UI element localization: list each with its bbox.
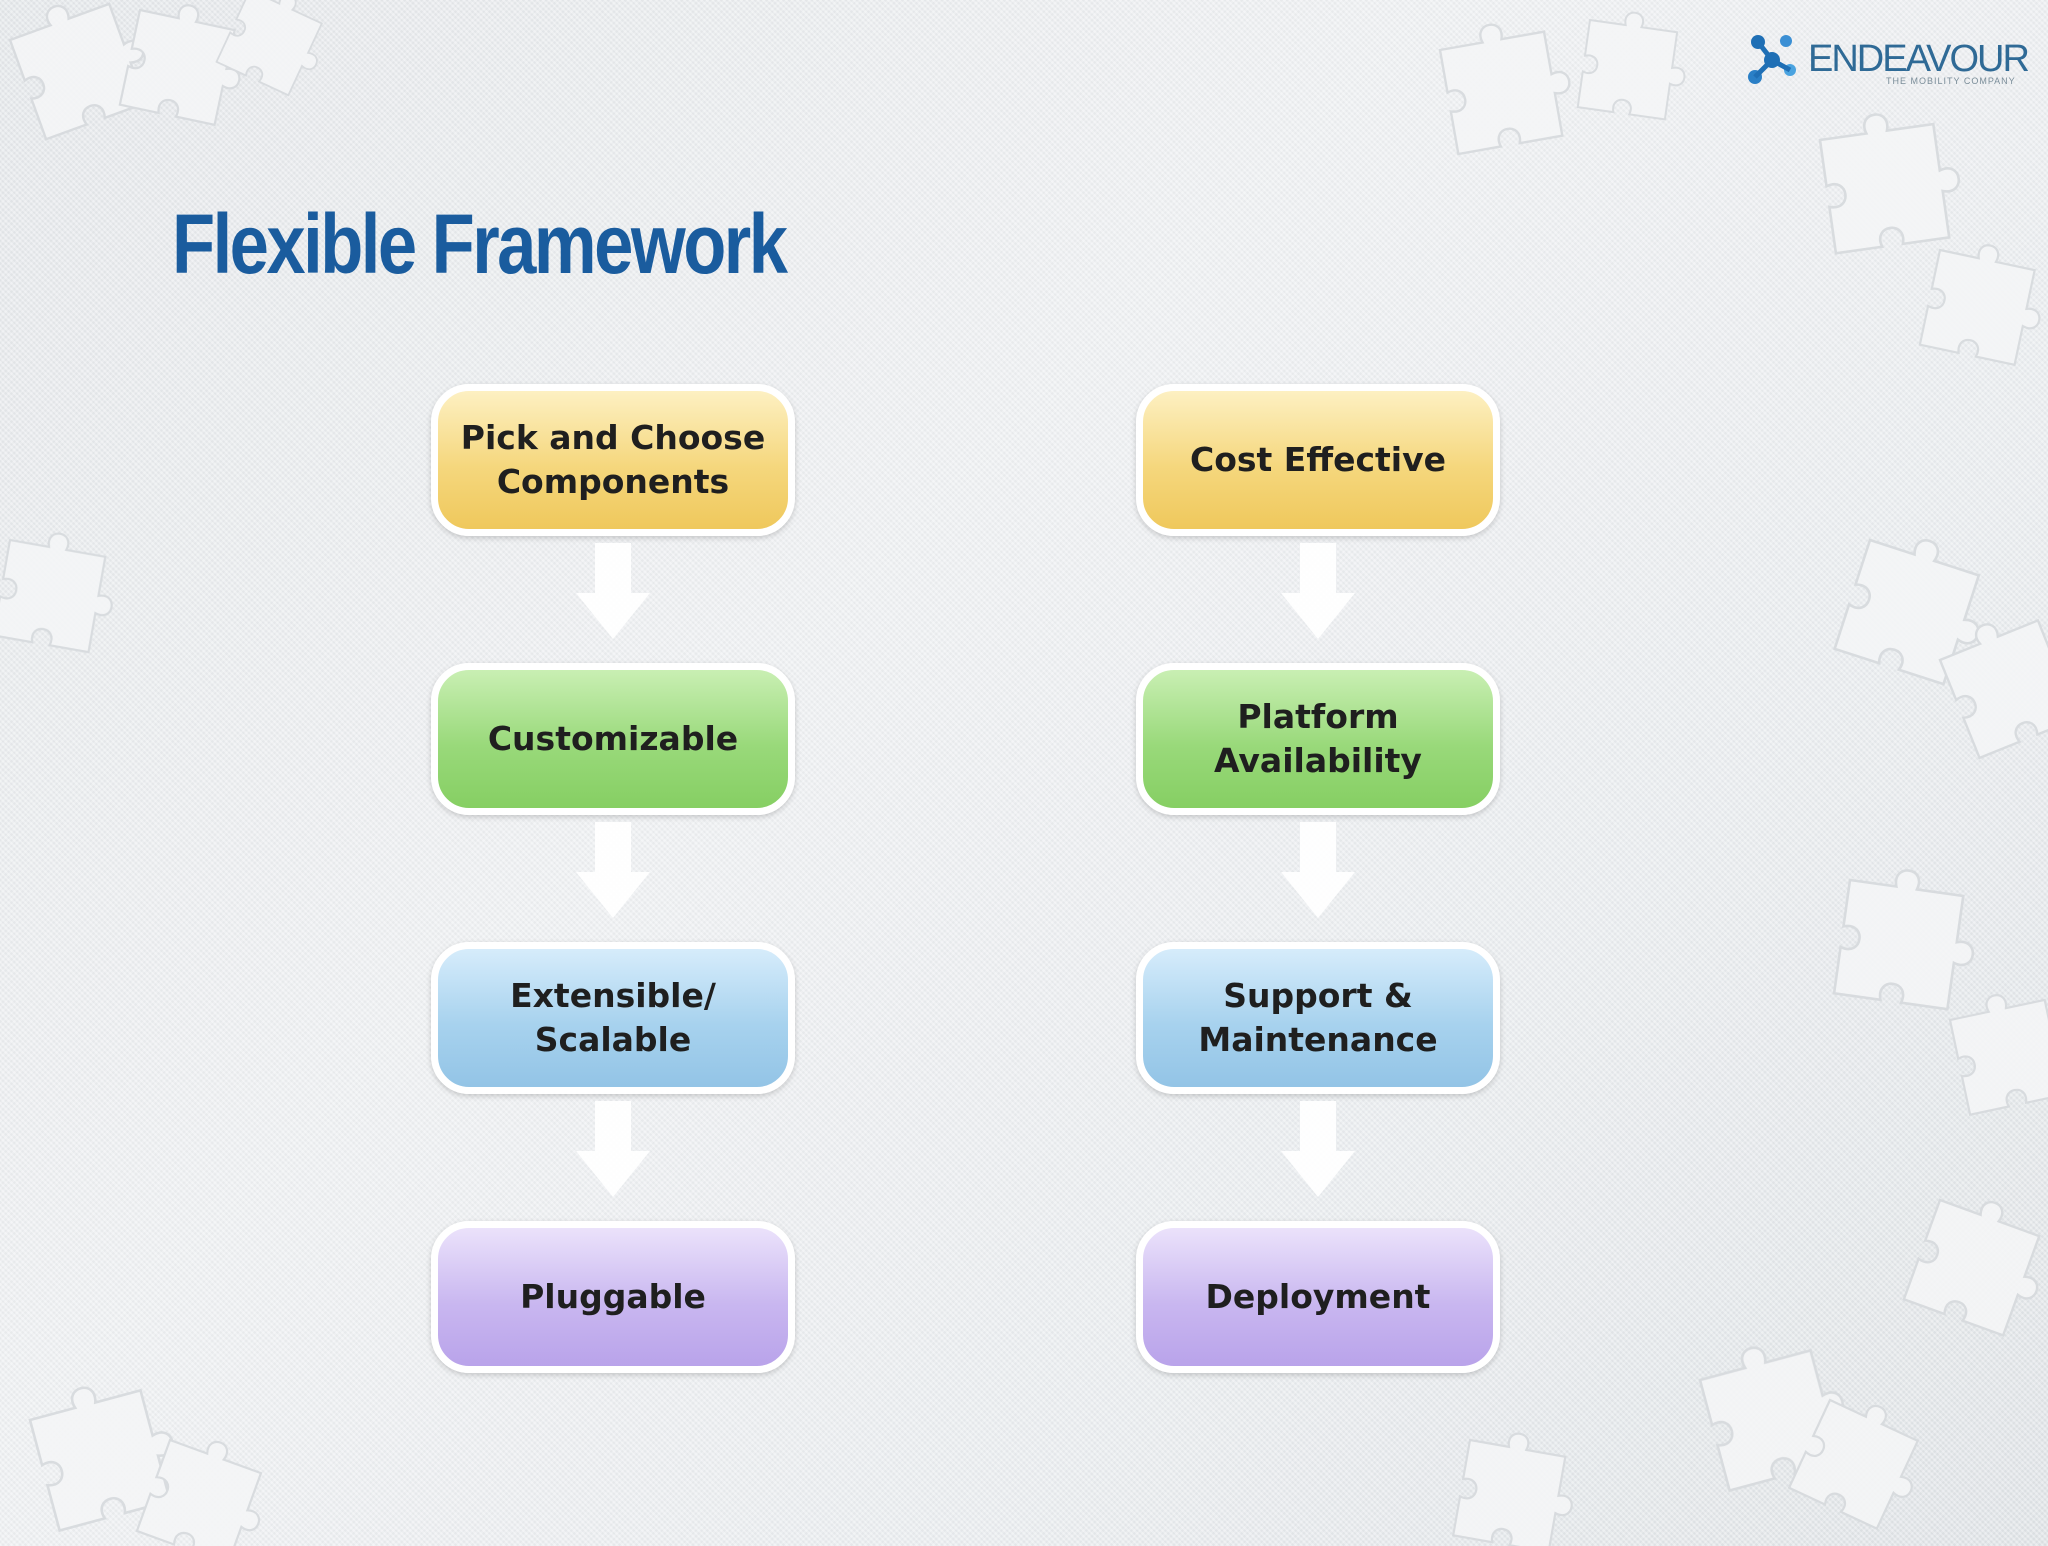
logo-tagline: THE MOBILITY COMPANY — [1886, 76, 2016, 86]
node-right-3: Support & Maintenance — [1136, 942, 1500, 1094]
node-left-2: Customizable — [431, 663, 795, 815]
down-arrow-icon — [1281, 1101, 1355, 1197]
node-left-3: Extensible/ Scalable — [431, 942, 795, 1094]
down-arrow-icon — [576, 822, 650, 918]
logo-wordmark: ENDEAVOUR — [1808, 38, 2030, 80]
endeavour-logo-icon — [1748, 35, 1796, 84]
down-arrow-icon — [576, 543, 650, 639]
node-right-4: Deployment — [1136, 1221, 1500, 1373]
node-left-4: Pluggable — [431, 1221, 795, 1373]
down-arrow-icon — [1281, 543, 1355, 639]
node-right-2: Platform Availability — [1136, 663, 1500, 815]
endeavour-logo: ENDEAVOUR THE MOBILITY COMPANY — [1746, 32, 2036, 92]
node-right-1: Cost Effective — [1136, 384, 1500, 536]
down-arrow-icon — [1281, 822, 1355, 918]
node-left-1: Pick and Choose Components — [431, 384, 795, 536]
slide-title: Flexible Framework — [172, 197, 788, 291]
down-arrow-icon — [576, 1101, 650, 1197]
